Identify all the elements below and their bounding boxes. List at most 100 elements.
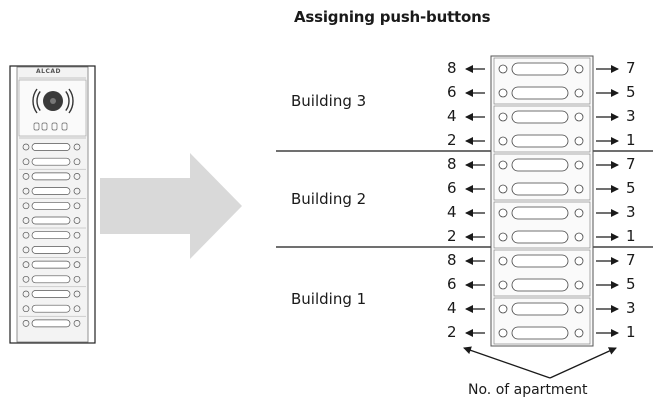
push-button-led-left	[22, 158, 30, 166]
button-led-left	[498, 232, 508, 242]
apartment-caption: No. of apartment	[468, 382, 588, 398]
button-led-left	[498, 304, 508, 314]
push-button-led-right	[73, 305, 81, 313]
speaker-wave-left	[32, 88, 38, 114]
push-button-led-left	[22, 143, 30, 151]
button-led-right	[574, 136, 584, 146]
button-nameplate	[511, 110, 569, 124]
button-nameplate	[511, 62, 569, 76]
apartment-number-right: 5	[626, 83, 636, 101]
caption-arrow-right	[549, 347, 617, 379]
apartment-number-right: 1	[626, 131, 636, 149]
button-module	[493, 249, 591, 297]
push-button-led-left	[22, 246, 30, 254]
apartment-number-left: 2	[447, 131, 457, 149]
push-button-nameplate	[31, 290, 71, 298]
button-led-right	[574, 208, 584, 218]
button-led-right	[574, 232, 584, 242]
push-button-led-right	[73, 246, 81, 254]
apartment-number-right: 3	[626, 203, 636, 221]
button-module	[493, 57, 591, 105]
button-led-left	[498, 64, 508, 74]
push-button-led-left	[22, 320, 30, 327]
apartment-number-left: 2	[447, 323, 457, 341]
push-button-led-right	[73, 275, 81, 283]
building-label: Building 2	[291, 190, 367, 208]
apartment-number-right: 1	[626, 227, 636, 245]
push-button-led-right	[73, 217, 81, 224]
push-button-led-left	[22, 202, 30, 210]
button-led-left	[498, 88, 508, 98]
push-button-led-left	[22, 187, 30, 195]
push-button-led-left	[22, 290, 30, 298]
push-button-nameplate	[31, 304, 71, 313]
apartment-number-left: 4	[447, 107, 457, 125]
button-led-right	[574, 160, 584, 170]
push-button-nameplate	[31, 246, 71, 254]
apartment-number-right: 5	[626, 179, 636, 197]
apartment-number-left: 2	[447, 227, 457, 245]
push-button-nameplate	[31, 275, 71, 284]
push-button-nameplate	[31, 216, 71, 225]
status-icon	[61, 122, 68, 131]
button-led-right	[574, 88, 584, 98]
button-led-right	[574, 112, 584, 122]
button-led-right	[574, 184, 584, 194]
button-led-left	[498, 136, 508, 146]
push-button-led-right	[73, 290, 81, 298]
push-button-nameplate	[31, 187, 71, 195]
button-nameplate	[511, 302, 569, 316]
push-button-led-right	[73, 143, 81, 151]
push-button-nameplate	[31, 201, 71, 210]
button-led-left	[498, 256, 508, 266]
apartment-number-left: 8	[447, 59, 457, 77]
push-button-led-left	[22, 261, 30, 268]
push-button-nameplate	[31, 231, 71, 240]
apartment-number-right: 7	[626, 59, 636, 77]
push-button-led-right	[73, 173, 81, 180]
speaker-wave-right	[65, 90, 70, 112]
button-nameplate	[511, 254, 569, 268]
button-nameplate	[511, 230, 569, 244]
status-icon	[33, 122, 40, 131]
button-nameplate	[511, 158, 569, 172]
apartment-number-left: 8	[447, 251, 457, 269]
button-nameplate	[511, 86, 569, 100]
button-led-left	[498, 328, 508, 338]
push-button-led-left	[22, 231, 30, 239]
button-led-right	[574, 280, 584, 290]
button-nameplate	[511, 134, 569, 148]
apartment-number-left: 4	[447, 299, 457, 317]
push-button-led-right	[73, 158, 81, 166]
button-led-left	[498, 208, 508, 218]
button-module	[493, 297, 591, 345]
button-nameplate	[511, 278, 569, 292]
button-led-left	[498, 112, 508, 122]
button-nameplate	[511, 326, 569, 340]
apartment-number-left: 4	[447, 203, 457, 221]
push-button-led-right	[73, 187, 81, 195]
panel-brand-logo: ALCAD	[36, 68, 61, 75]
apartment-number-left: 6	[447, 275, 457, 293]
button-module	[493, 153, 591, 201]
building-label: Building 1	[291, 290, 367, 308]
push-button-led-left	[22, 305, 30, 313]
push-button-nameplate	[31, 319, 71, 328]
status-icon	[41, 122, 48, 131]
button-led-left	[498, 184, 508, 194]
speaker-wave-left	[36, 90, 41, 112]
buttons-strip	[490, 55, 594, 347]
button-module	[493, 105, 591, 153]
button-nameplate	[511, 182, 569, 196]
button-led-left	[498, 280, 508, 290]
push-button-nameplate	[31, 260, 71, 269]
button-led-right	[574, 64, 584, 74]
button-nameplate	[511, 206, 569, 220]
apartment-number-right: 3	[626, 299, 636, 317]
apartment-number-right: 5	[626, 275, 636, 293]
push-button-nameplate	[31, 157, 71, 166]
diagram-title: Assigning push-buttons	[294, 8, 491, 26]
status-icon	[51, 122, 58, 131]
push-button-led-left	[22, 217, 30, 224]
